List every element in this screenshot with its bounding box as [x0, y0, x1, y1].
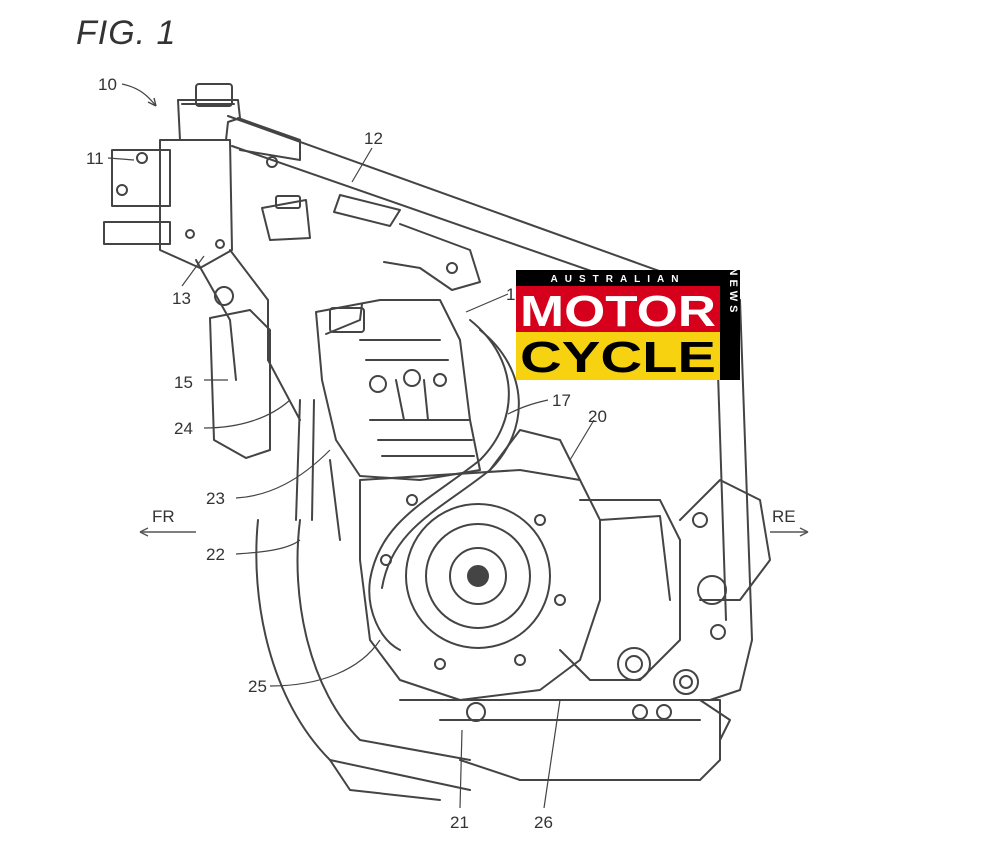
label-21: 21 — [450, 813, 469, 832]
label-12: 12 — [364, 129, 383, 148]
hoses — [295, 319, 520, 651]
label-11: 11 — [86, 149, 104, 168]
label-26: 26 — [534, 813, 553, 832]
arrow-10-head — [147, 97, 157, 107]
label-20: 20 — [588, 407, 607, 426]
svg-text:CYCLE: CYCLE — [520, 333, 716, 380]
label-23: 23 — [206, 489, 225, 508]
amcn-logo: AUSTRALIAN MOTOR CYCLE NEWS — [516, 268, 740, 382]
rear-arrow — [770, 527, 809, 537]
main-frame — [227, 115, 753, 701]
label-15: 15 — [174, 373, 193, 392]
label-22: 22 — [206, 545, 225, 564]
front-arrow — [139, 527, 196, 537]
label-1: 1 — [506, 285, 515, 304]
reservoir-15 — [209, 286, 271, 459]
steering-head — [103, 83, 241, 269]
label-10: 10 — [98, 75, 117, 94]
direction-front-label: FR — [152, 507, 175, 526]
svg-text:AUSTRALIAN: AUSTRALIAN — [551, 274, 686, 285]
direction-rear-label: RE — [772, 507, 796, 526]
label-25: 25 — [248, 677, 267, 696]
label-13: 13 — [172, 289, 191, 308]
label-17: 17 — [552, 391, 571, 410]
figure-title: FIG. 1 — [76, 14, 177, 52]
svg-text:MOTOR: MOTOR — [520, 287, 716, 336]
gearbox-rear — [559, 479, 771, 695]
crankcase — [359, 429, 601, 701]
cylinder-block — [261, 195, 481, 481]
leader-lines — [107, 83, 595, 809]
oil-pan — [399, 699, 731, 781]
svg-text:NEWS: NEWS — [727, 270, 739, 317]
down-tubes — [195, 249, 471, 801]
label-24: 24 — [174, 419, 193, 438]
